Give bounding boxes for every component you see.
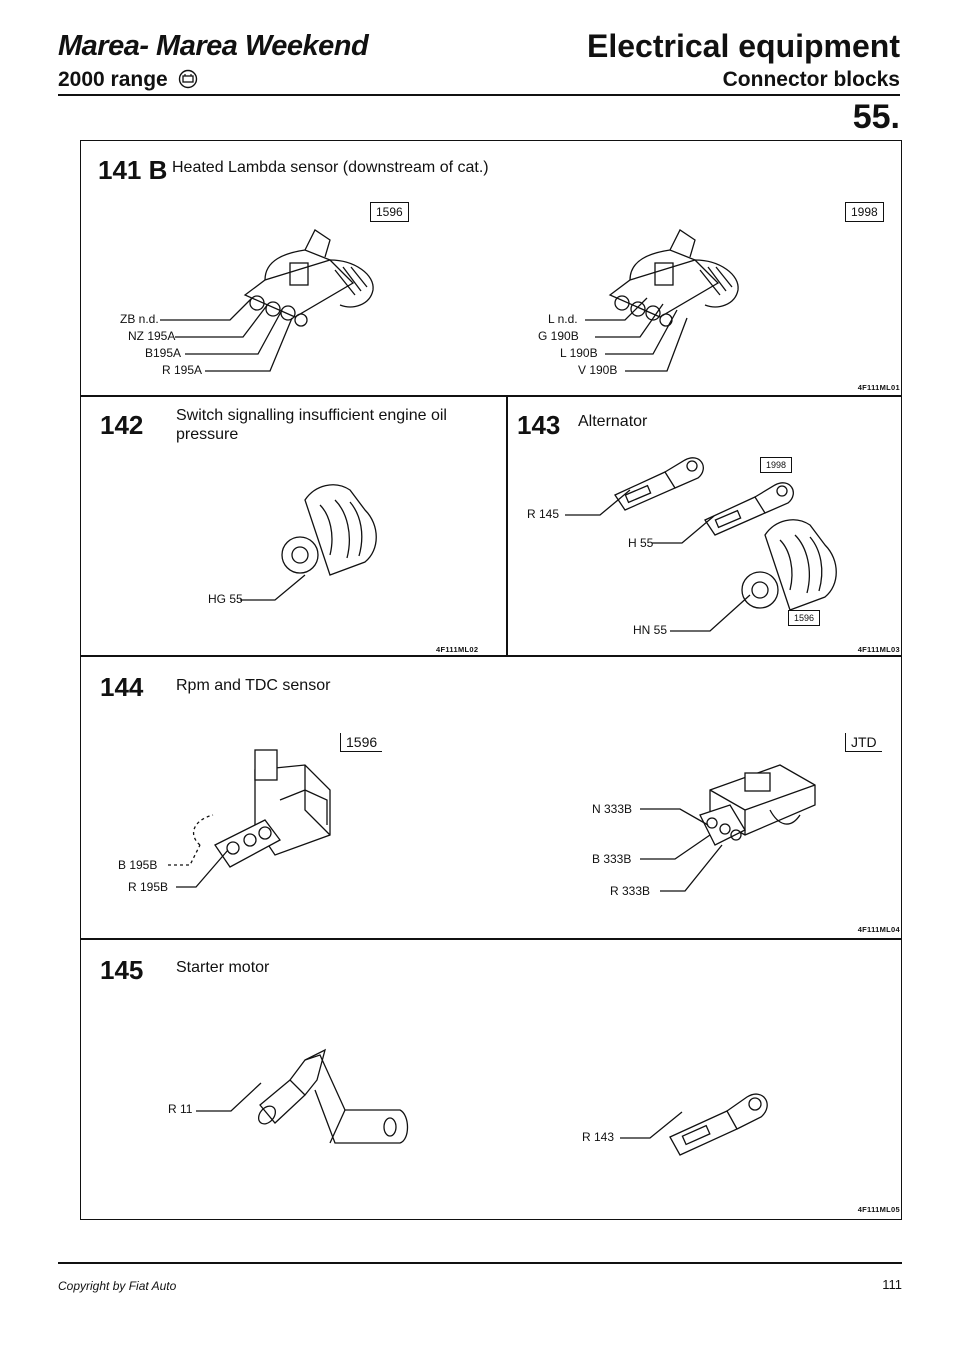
rpm-sensor-connector-drawing — [214, 749, 331, 868]
leader-lines — [565, 489, 631, 516]
engine-variant-box: 1998 — [845, 202, 884, 222]
figure-code: 4F111ML04 — [857, 925, 900, 934]
leader-lines — [168, 814, 229, 888]
wire-label: V 190B — [578, 363, 618, 377]
ring-terminal-drawing — [669, 1093, 768, 1156]
wire-label: L 190B — [560, 346, 598, 360]
ring-terminal-drawing — [704, 482, 794, 536]
wire-label: R 11 — [168, 1102, 193, 1116]
divider-141b — [80, 395, 902, 397]
section-number: 142 — [100, 410, 144, 440]
figure-code: 4F111ML02 — [436, 645, 479, 654]
section-title: Rpm and TDC sensor — [176, 677, 331, 694]
manual-title: Marea- Marea Weekend — [58, 30, 369, 62]
wire-label: R 145 — [527, 507, 560, 521]
starter-terminal-drawing — [257, 1048, 409, 1144]
wire-label: L n.d. — [548, 312, 578, 326]
leader-lines — [585, 297, 688, 372]
page-number: 111 — [882, 1277, 902, 1292]
engine-variant-box: 1998 — [760, 457, 793, 473]
wire-label: R 195B — [128, 880, 169, 894]
wire-label: HG 55 — [208, 592, 243, 606]
footer-rule — [58, 1262, 902, 1264]
chapter-title: Electrical equipment — [587, 28, 900, 64]
wire-label: ZB n.d. — [120, 312, 159, 326]
wire-label: N 333B — [592, 802, 633, 816]
divider-142-143 — [506, 395, 508, 655]
leader-lines — [196, 1082, 262, 1112]
wire-label: H 55 — [628, 536, 654, 550]
range-text: 2000 range — [58, 68, 168, 91]
figure-code: 4F111ML03 — [857, 645, 900, 654]
divider-142 — [80, 655, 902, 657]
copyright: Copyright by Fiat Auto — [58, 1279, 177, 1293]
wire-label: HN 55 — [633, 623, 668, 637]
section-title: Alternator — [578, 413, 648, 430]
wire-label: B 333B — [592, 852, 632, 866]
section-number: 143 — [517, 410, 561, 440]
section-number: 144 — [100, 672, 144, 702]
section-number: 145 — [100, 955, 144, 985]
leader-lines — [160, 297, 293, 372]
section-number: 141 B — [98, 155, 168, 185]
section-page-number: 55. — [852, 98, 900, 136]
engine-variant-box: JTD — [845, 733, 882, 752]
header-rule — [58, 94, 900, 96]
wire-label: R 333B — [610, 884, 651, 898]
wire-label: G 190B — [538, 329, 579, 343]
wire-label: R 195A — [162, 363, 203, 377]
oil-pressure-switch-drawing — [281, 484, 377, 576]
lambda-connector-drawing — [243, 229, 374, 327]
engine-variant-box: 1596 — [340, 733, 383, 752]
alternator-connector-drawing — [741, 519, 837, 611]
figure-code: 4F111ML01 — [857, 383, 900, 392]
leader-lines — [670, 594, 751, 632]
range-label: 2000 range — [58, 68, 198, 92]
wire-label: B195A — [145, 346, 182, 360]
jtd-sensor-connector-drawing — [699, 764, 816, 846]
wire-label: B 195B — [118, 858, 158, 872]
leader-lines — [240, 574, 306, 601]
section-title: Starter motor — [176, 959, 270, 976]
ring-terminal-drawing — [614, 457, 704, 511]
content-frame — [80, 140, 902, 1220]
divider-144 — [80, 938, 902, 940]
chapter-subtitle: Connector blocks — [722, 68, 900, 91]
leader-lines — [620, 1111, 683, 1139]
wire-label: R 143 — [582, 1130, 615, 1144]
engine-variant-box: 1596 — [370, 202, 409, 222]
engine-variant-box: 1596 — [788, 610, 821, 626]
wire-label: NZ 195A — [128, 329, 176, 343]
section-title: Heated Lambda sensor (downstream of cat.… — [172, 159, 489, 176]
figure-code: 4F111ML05 — [857, 1205, 900, 1214]
section-title: Switch signalling insufficient engine oi… — [176, 407, 447, 424]
engine-icon — [178, 69, 197, 89]
leader-lines — [640, 808, 723, 892]
section-title: pressure — [176, 426, 239, 443]
leader-lines — [652, 515, 715, 544]
